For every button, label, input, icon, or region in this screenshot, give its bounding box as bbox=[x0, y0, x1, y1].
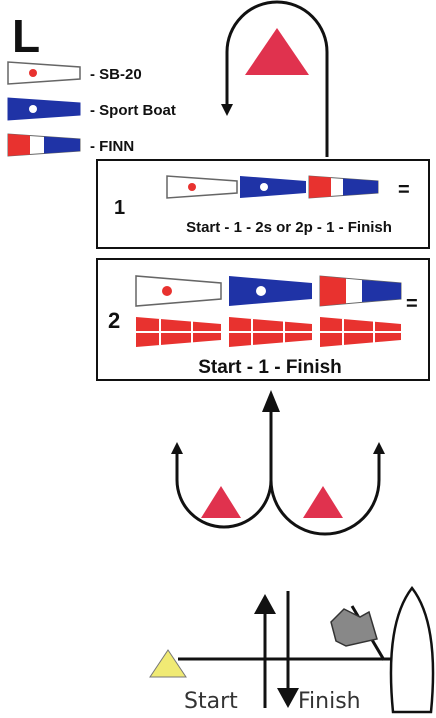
course-1-sport-boat-pennant-icon bbox=[240, 176, 306, 198]
start-label: Start bbox=[184, 689, 238, 714]
finish-label: Finish bbox=[298, 689, 361, 714]
up-arrow-icon bbox=[254, 594, 276, 708]
course-2-number: 2 bbox=[108, 308, 120, 333]
sb20-pennant-icon bbox=[7, 61, 81, 85]
committee-boat-icon bbox=[389, 585, 435, 714]
sport-boat-pennant-icon bbox=[7, 97, 81, 121]
legend-label-sb20: - SB-20 bbox=[90, 66, 142, 83]
course-1-sb20-pennant-icon bbox=[166, 175, 238, 199]
committee-flag-icon bbox=[330, 605, 386, 661]
start-mark-icon bbox=[149, 649, 187, 678]
course-letter: L bbox=[12, 10, 40, 62]
finn-pennant-icon bbox=[7, 133, 81, 157]
course-2-sport-boat-pennant-icon bbox=[229, 276, 312, 306]
course-1-number: 1 bbox=[114, 197, 125, 219]
course-2-red-pennant-3-icon bbox=[320, 317, 401, 347]
course-1-finn-pennant-icon bbox=[308, 175, 379, 199]
course-2-finn-pennant-icon bbox=[319, 275, 402, 307]
gate-mark-2p-icon bbox=[303, 486, 343, 518]
course-2-red-pennant-2-icon bbox=[229, 317, 312, 347]
course-2-sequence: Start - 1 - Finish bbox=[198, 357, 342, 378]
gate-mark-2s-icon bbox=[201, 486, 241, 518]
top-rounding-path bbox=[221, 0, 329, 157]
course-1-equals: = bbox=[398, 179, 410, 201]
legend-label-finn: - FINN bbox=[90, 138, 134, 155]
down-arrow-icon bbox=[277, 591, 299, 708]
gate-rounding-path bbox=[171, 390, 385, 536]
course-2-sb20-pennant-icon bbox=[135, 275, 222, 307]
mark-1-icon bbox=[245, 28, 309, 75]
legend: - SB-20 - Sport Boat - FINN bbox=[7, 61, 176, 157]
course-2-box: 2 = bbox=[96, 258, 430, 381]
course-2-red-pennant-1-icon bbox=[136, 317, 221, 347]
course-1-box: 1 = Start - 1 - 2s or 2p - 1 - Finish bbox=[96, 159, 430, 249]
course-2-equals: = bbox=[406, 293, 418, 315]
course-1-sequence: Start - 1 - 2s or 2p - 1 - Finish bbox=[186, 219, 392, 236]
start-finish-area: Start Finish bbox=[149, 585, 435, 714]
legend-label-sport-boat: - Sport Boat bbox=[90, 102, 176, 119]
